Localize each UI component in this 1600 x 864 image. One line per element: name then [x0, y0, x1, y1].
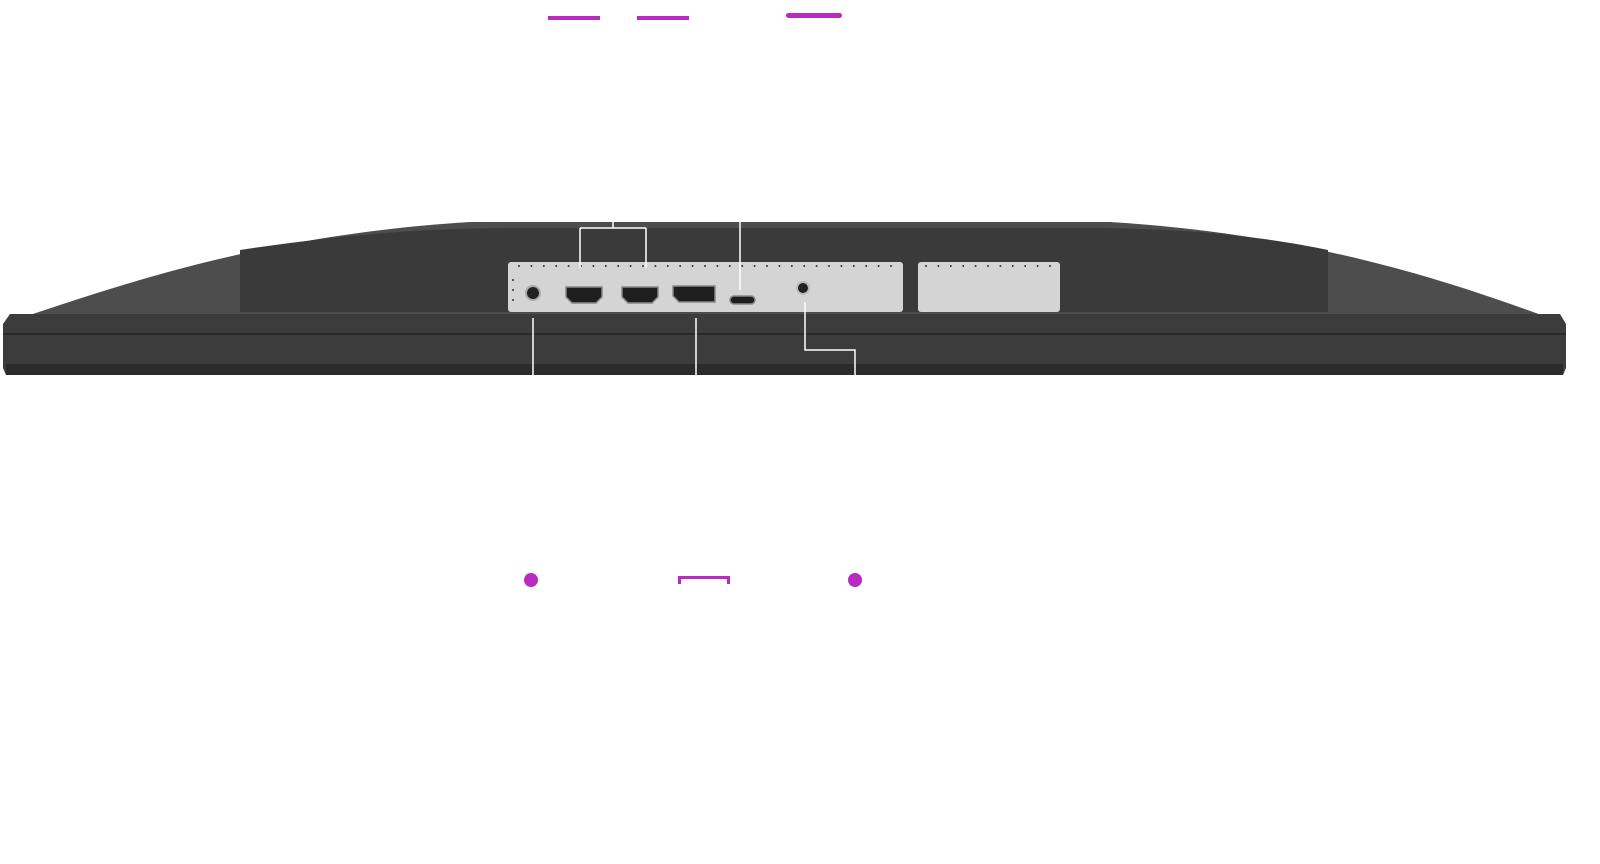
- vent-dot: [592, 265, 595, 267]
- vent-dot: [790, 265, 793, 267]
- bezel-bottom-edge: [6, 364, 1563, 375]
- vent-dot: [778, 265, 781, 267]
- callout-marker-top-usbc: [786, 13, 842, 18]
- hdmi-port-icon: [621, 286, 659, 304]
- callout-marker-bottom-audio: [848, 573, 862, 587]
- vent-dot: [518, 265, 520, 267]
- callout-marker-bottom-power: [524, 573, 538, 587]
- displayport-port-icon: [672, 285, 716, 303]
- vent-dot: [542, 265, 545, 267]
- vent-dot: [803, 265, 806, 267]
- vent-dot: [691, 265, 694, 267]
- usb-c-port-icon: [729, 295, 756, 305]
- vent-dot: [716, 265, 719, 267]
- vent-dot: [654, 265, 657, 267]
- vent-dot: [974, 265, 977, 267]
- vent-dot: [815, 265, 818, 267]
- blank-panel: [918, 262, 1060, 312]
- vent-dot: [617, 265, 620, 267]
- vent-dot: [999, 265, 1002, 267]
- vent-dot: [828, 265, 830, 267]
- vent-dot: [1024, 265, 1027, 267]
- vent-dot: [949, 265, 952, 267]
- vent-dot: [753, 265, 756, 267]
- vent-dot: [877, 265, 880, 267]
- vent-dot: [865, 265, 868, 267]
- vent-dot: [925, 265, 927, 267]
- callout-marker-top-hdmi-1: [548, 16, 600, 20]
- vent-dot: [1036, 265, 1039, 267]
- vent-dot: [840, 265, 843, 267]
- vent-dot: [1011, 265, 1014, 267]
- vent-dot: [666, 265, 669, 267]
- vent-dot: [766, 265, 768, 267]
- bezel-edge: [3, 333, 1566, 335]
- vent-dot: [512, 279, 514, 281]
- vent-dot: [629, 265, 632, 267]
- callout-marker-top-hdmi-2: [637, 16, 689, 20]
- vent-dot: [642, 265, 644, 267]
- vent-dot: [604, 265, 607, 267]
- callout-lines: [532, 218, 856, 376]
- callout-marker-bottom-displayport: [678, 576, 730, 584]
- audio-jack-port-icon: [796, 281, 810, 295]
- hdmi-port-icon: [565, 286, 603, 304]
- vent-dot: [567, 265, 570, 267]
- monitor-bezel: [3, 314, 1566, 375]
- vent-dot: [728, 265, 731, 267]
- vent-dot: [555, 265, 558, 267]
- vent-dot: [987, 265, 989, 267]
- dc-power-port-icon: [525, 285, 541, 301]
- vent-dot: [679, 265, 682, 267]
- vent-dot: [512, 299, 514, 301]
- vent-dot: [530, 265, 533, 267]
- vent-dot: [962, 265, 965, 267]
- vent-dot: [937, 265, 940, 267]
- vent-dot: [704, 265, 706, 267]
- vent-dot: [890, 265, 892, 267]
- vent-dot: [1049, 265, 1051, 267]
- vent-dot: [512, 289, 514, 291]
- vent-dot: [852, 265, 855, 267]
- vent-dot: [741, 265, 744, 267]
